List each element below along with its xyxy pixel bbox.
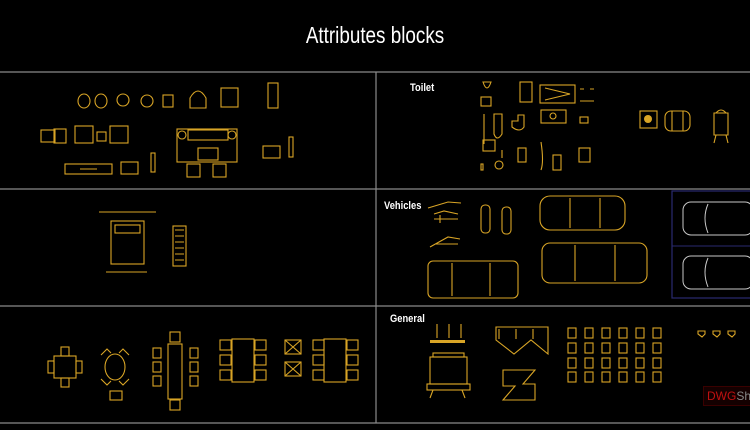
seating-grid <box>567 327 662 383</box>
section-label-toilet: Toilet <box>410 82 435 94</box>
vehicle-blocks[interactable] <box>427 195 648 299</box>
section-label-vehicles: Vehicles <box>384 200 422 212</box>
section-grid <box>0 71 750 424</box>
section-label-general: General <box>390 313 425 325</box>
selected-vehicle-blocks[interactable] <box>671 190 750 299</box>
page-title: Attributes blocks <box>305 22 445 48</box>
toilet-blocks[interactable] <box>480 81 729 171</box>
dining-blocks[interactable] <box>47 331 359 411</box>
bed-block[interactable] <box>99 211 187 273</box>
watermark-logo: DWGSh <box>703 386 750 406</box>
living-room-blocks[interactable] <box>40 82 294 178</box>
general-blocks[interactable] <box>426 324 736 401</box>
